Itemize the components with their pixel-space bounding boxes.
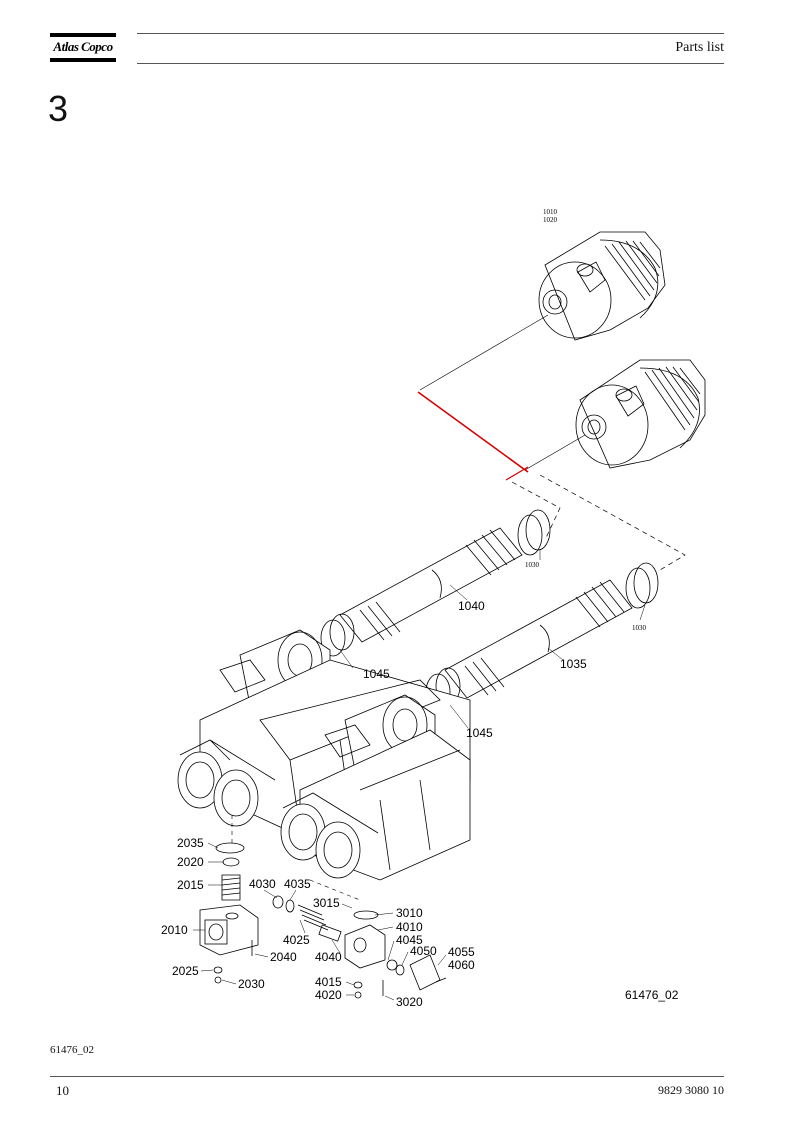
label-2015: 2015 xyxy=(177,878,204,892)
label-1030-upper: 1030 xyxy=(525,561,540,569)
header-rule-bottom xyxy=(137,63,724,64)
label-4025: 4025 xyxy=(283,933,310,947)
hose-1040 xyxy=(320,509,551,657)
label-1030-lower: 1030 xyxy=(632,624,647,632)
label-4030: 4030 xyxy=(249,877,276,891)
document-number: 9829 3080 10 xyxy=(658,1083,724,1097)
label-2035: 2035 xyxy=(177,836,204,850)
footer-rule xyxy=(50,1076,724,1077)
air-filter-lower xyxy=(575,359,706,469)
label-3020: 3020 xyxy=(396,995,423,1009)
section-number: 3 xyxy=(48,88,69,129)
valve-assembly-right xyxy=(272,895,447,999)
label-4035: 4035 xyxy=(284,877,311,891)
logo-bottom-bar xyxy=(50,58,116,62)
label-1020: 1020 xyxy=(543,216,558,224)
header-rule-top xyxy=(137,33,724,34)
figure-reference: 61476_02 xyxy=(50,1044,94,1056)
label-4020: 4020 xyxy=(315,988,342,1002)
label-1010: 1010 xyxy=(543,208,558,216)
label-4015: 4015 xyxy=(315,975,342,989)
label-1035: 1035 xyxy=(560,657,587,671)
label-3010: 3010 xyxy=(396,906,423,920)
label-2020: 2020 xyxy=(177,855,204,869)
label-4010: 4010 xyxy=(396,920,423,934)
logo-top-bar xyxy=(50,33,116,37)
logo-text: Atlas Copco xyxy=(53,39,113,54)
label-4040: 4040 xyxy=(315,950,342,964)
label-2040: 2040 xyxy=(270,950,297,964)
label-4045: 4045 xyxy=(396,933,423,947)
label-4055: 4055 xyxy=(448,945,475,959)
page-title: Parts list xyxy=(675,40,724,55)
hose-1035 xyxy=(425,562,659,711)
label-1040: 1040 xyxy=(458,599,485,613)
drawing-figure-id: 61476_02 xyxy=(625,988,679,1002)
label-1045-lower: 1045 xyxy=(466,726,493,740)
compressor-element-2 xyxy=(280,694,471,881)
valve-assembly-left xyxy=(199,842,259,984)
label-4060: 4060 xyxy=(448,958,475,972)
atlas-copco-logo: Atlas Copco xyxy=(50,33,116,63)
label-3015: 3015 xyxy=(313,896,340,910)
label-2025: 2025 xyxy=(172,964,199,978)
label-4050: 4050 xyxy=(410,944,437,958)
label-1045-upper: 1045 xyxy=(363,667,390,681)
air-filter-upper xyxy=(538,231,666,341)
page-number: 10 xyxy=(56,1083,69,1098)
label-2010: 2010 xyxy=(161,923,188,937)
label-2030: 2030 xyxy=(238,977,265,991)
